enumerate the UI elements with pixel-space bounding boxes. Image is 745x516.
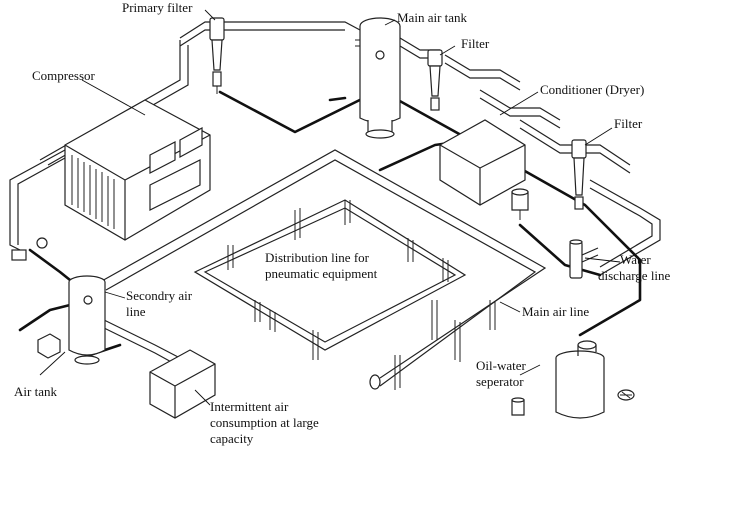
label-main-air-tank: Main air tank xyxy=(397,10,468,25)
water-riser xyxy=(569,239,599,279)
right-filter xyxy=(571,139,587,210)
main-air-tank xyxy=(355,17,401,139)
label-filter-top: Filter xyxy=(461,36,490,51)
compressor-unit xyxy=(11,99,211,261)
main-air-line-pipes xyxy=(99,149,547,390)
label-main-air-line: Main air line xyxy=(522,304,589,319)
label-filter-right: Filter xyxy=(614,116,643,131)
label-oil-water-2: seperator xyxy=(476,374,524,389)
label-intermittent-3: capacity xyxy=(210,431,254,446)
label-primary-filter: Primary filter xyxy=(122,0,193,15)
air-tank xyxy=(37,275,106,365)
label-secondary-2: line xyxy=(126,304,146,319)
top-filter xyxy=(427,49,443,111)
label-oil-water-1: Oil-water xyxy=(476,358,526,373)
label-conditioner: Conditioner (Dryer) xyxy=(540,82,644,97)
label-water-1: Water xyxy=(620,252,651,267)
label-air-tank: Air tank xyxy=(14,384,57,399)
label-distribution-1: Distribution line for xyxy=(265,250,370,265)
leader-lines xyxy=(39,9,621,406)
label-water-2: discharge line xyxy=(598,268,671,283)
primary-filter xyxy=(209,17,225,94)
label-secondary-1: Secondry air xyxy=(126,288,193,303)
conditioner-dryer xyxy=(439,119,529,220)
label-intermittent-2: consumption at large xyxy=(210,415,319,430)
labels: Primary filter Main air tank Filter Comp… xyxy=(14,0,671,446)
distribution-ring xyxy=(193,199,496,390)
label-intermittent-1: Intermittent air xyxy=(210,399,289,414)
oil-water-separator xyxy=(511,340,635,419)
label-compressor: Compressor xyxy=(32,68,96,83)
intermittent-consumer xyxy=(149,349,216,419)
label-distribution-2: pneumatic equipment xyxy=(265,266,378,281)
